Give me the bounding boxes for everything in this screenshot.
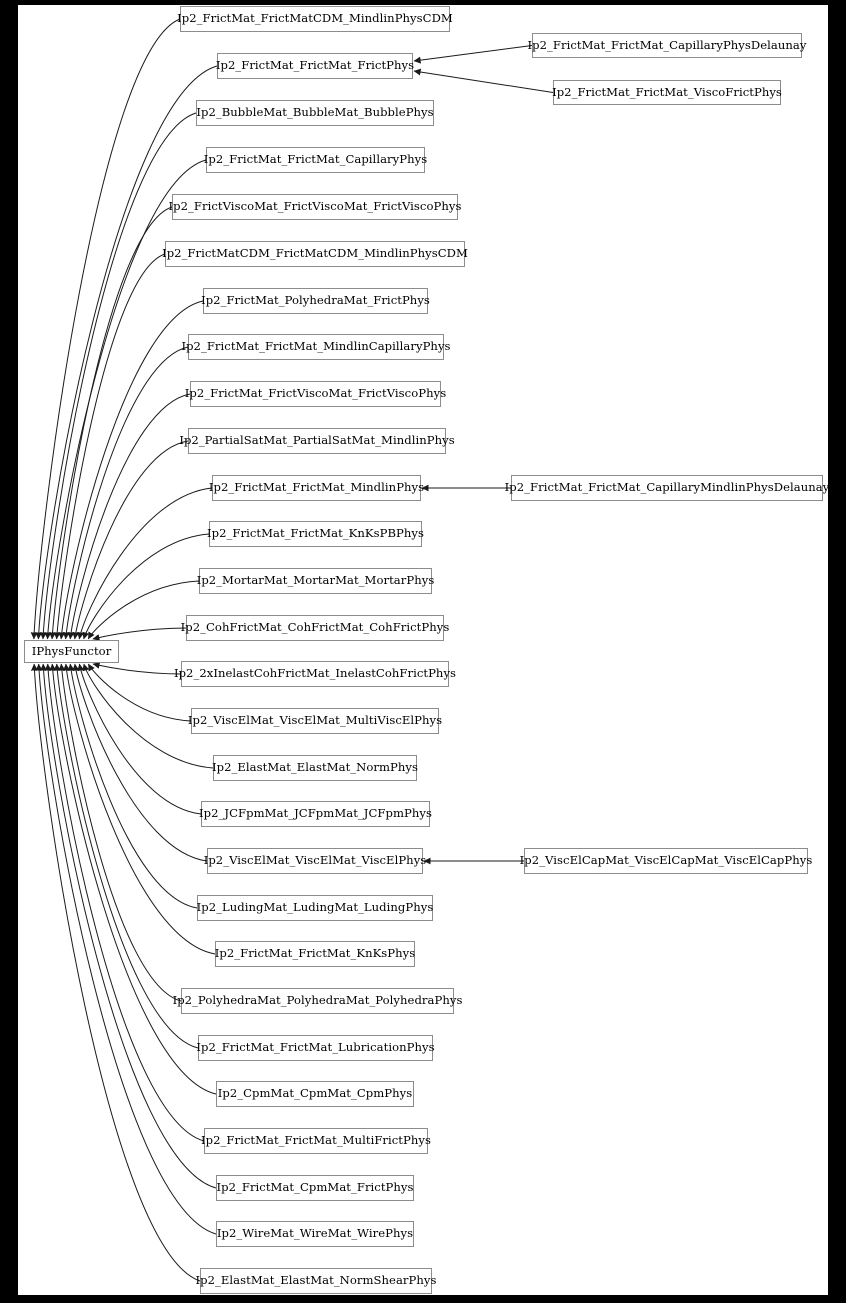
class-node-label: Ip2_ElastMat_ElastMat_NormShearPhys [195, 1273, 437, 1288]
class-node-label: Ip2_CohFrictMat_CohFrictMat_CohFrictPhys [180, 620, 450, 635]
inheritance-edge [413, 68, 554, 93]
class-node-label: Ip2_FrictMat_FrictMatCDM_MindlinPhysCDM [177, 11, 453, 26]
class-node-label: Ip2_FrictMat_FrictMat_FrictPhys [215, 58, 415, 73]
class-node-label: Ip2_ElastMat_ElastMat_NormPhys [212, 760, 418, 775]
inheritance-edge [35, 663, 217, 1235]
class-node[interactable]: Ip2_FrictMatCDM_FrictMatCDM_MindlinPhysC… [162, 241, 468, 267]
class-node-label: Ip2_CpmMat_CpmMat_CpmPhys [217, 1086, 413, 1101]
class-node[interactable]: Ip2_FrictMat_FrictMat_CapillaryMindlinPh… [505, 475, 828, 501]
inheritance-edge [49, 206, 173, 640]
inheritance-edge [87, 580, 200, 640]
class-node[interactable]: Ip2_FrictMat_FrictMat_CapillaryPhys [203, 147, 428, 173]
edge-paths [30, 18, 554, 1282]
inheritance-edge [77, 663, 202, 815]
class-node[interactable]: Ip2_FrictMat_FrictMat_LubricationPhys [196, 1035, 435, 1061]
inheritance-edge [82, 533, 210, 640]
inheritance-edge [53, 253, 166, 640]
class-node-label: Ip2_FrictMat_CpmMat_FrictPhys [216, 1180, 414, 1195]
class-node[interactable]: Ip2_ElastMat_ElastMat_NormShearPhys [196, 1268, 436, 1294]
class-node-label: Ip2_FrictMat_FrictMat_ViscoFrictPhys [552, 84, 782, 99]
inheritance-edge [58, 300, 204, 640]
class-node-label: Ip2_BubbleMat_BubbleMat_BubblePhys [196, 105, 434, 120]
inheritance-edge [87, 663, 192, 722]
class-node[interactable]: Ip2_CohFrictMat_CohFrictMat_CohFrictPhys [181, 615, 449, 641]
class-node[interactable]: Ip2_FrictMat_FrictMat_CapillaryPhysDelau… [528, 33, 806, 58]
inheritance-edge [44, 663, 205, 1142]
class-node-label: Ip2_FrictMat_FrictMat_CapillaryMindlinPh… [504, 480, 828, 495]
class-node-label: Ip2_WireMat_WireMat_WirePhys [216, 1226, 414, 1241]
class-node[interactable]: Ip2_FrictMat_PolyhedraMat_FrictPhys [201, 288, 430, 314]
class-node[interactable]: Ip2_ViscElMat_ViscElMat_ViscElPhys [204, 848, 426, 874]
inheritance-edge [39, 112, 197, 640]
inheritance-edge [44, 159, 207, 640]
class-node[interactable]: Ip2_ViscElCapMat_ViscElCapMat_ViscElCapP… [520, 848, 812, 874]
class-node-label: Ip2_PartialSatMat_PartialSatMat_MindlinP… [179, 433, 455, 448]
class-node-label: Ip2_2xInelastCohFrictMat_InelastCohFrict… [173, 666, 457, 681]
class-node[interactable]: Ip2_FrictMat_FrictMat_FrictPhys [215, 53, 415, 79]
class-node[interactable]: Ip2_2xInelastCohFrictMat_InelastCohFrict… [174, 661, 456, 687]
inheritance-edge [72, 440, 189, 640]
class-node-label: Ip2_FrictMat_FrictViscoMat_FrictViscoPhy… [184, 386, 447, 401]
inheritance-edge [92, 661, 182, 675]
edge-layer [30, 18, 554, 1282]
inheritance-edge [53, 663, 199, 1049]
inheritance-edge [40, 663, 217, 1189]
inheritance-edge [30, 663, 201, 1282]
inheritance-diagram-canvas: IPhysFunctor Ip2_FrictMat_FrictMatCDM_Min… [18, 5, 828, 1295]
inheritance-edge [35, 65, 218, 640]
class-node-label: Ip2_ViscElCapMat_ViscElCapMat_ViscElCapP… [519, 853, 813, 868]
inheritance-edge [92, 627, 187, 641]
class-node[interactable]: Ip2_WireMat_WireMat_WirePhys [216, 1221, 414, 1247]
class-node[interactable]: Ip2_ElastMat_ElastMat_NormPhys [212, 755, 418, 781]
class-node-label: Ip2_FrictMat_FrictMat_MindlinPhys [208, 480, 425, 495]
class-node[interactable]: Ip2_LudingMat_LudingMat_LudingPhys [197, 895, 433, 921]
class-node-label: Ip2_LudingMat_LudingMat_LudingPhys [196, 900, 434, 915]
class-node-label: Ip2_FrictMat_FrictMat_MindlinCapillaryPh… [181, 339, 451, 354]
class-node-label: Ip2_FrictMat_FrictMat_MultiFrictPhys [201, 1133, 431, 1148]
class-node[interactable]: Ip2_FrictMat_CpmMat_FrictPhys [216, 1175, 414, 1201]
class-node[interactable]: Ip2_FrictMat_FrictMat_MindlinPhys [208, 475, 425, 501]
inheritance-edge [30, 18, 181, 640]
class-node-label: Ip2_FrictMat_FrictMat_KnKsPhys [214, 946, 416, 961]
class-node-root[interactable]: IPhysFunctor [24, 640, 119, 663]
class-node[interactable]: Ip2_FrictMat_FrictMatCDM_MindlinPhysCDM [177, 6, 453, 32]
inheritance-edge [67, 393, 191, 640]
class-node[interactable]: Ip2_FrictViscoMat_FrictViscoMat_FrictVis… [169, 194, 461, 220]
inheritance-edge [49, 663, 217, 1095]
class-node-label: IPhysFunctor [31, 643, 112, 658]
class-node-label: Ip2_MortarMat_MortarMat_MortarPhys [196, 573, 435, 588]
class-node[interactable]: Ip2_FrictMat_FrictMat_KnKsPhys [215, 941, 415, 967]
class-node[interactable]: Ip2_PartialSatMat_PartialSatMat_MindlinP… [179, 428, 455, 454]
inheritance-edge [413, 45, 533, 64]
class-node[interactable]: Ip2_MortarMat_MortarMat_MortarPhys [196, 568, 435, 594]
class-node-label: Ip2_FrictMat_FrictMat_LubricationPhys [196, 1040, 435, 1055]
class-node-label: Ip2_JCFpmMat_JCFpmMat_JCFpmPhys [199, 806, 432, 821]
inheritance-edge [63, 663, 216, 955]
class-node[interactable]: Ip2_FrictMat_FrictMat_ViscoFrictPhys [552, 80, 782, 105]
inheritance-edge [58, 663, 182, 1002]
class-node[interactable]: Ip2_PolyhedraMat_PolyhedraMat_PolyhedraP… [173, 988, 462, 1014]
inheritance-edge [62, 346, 189, 640]
class-node-label: Ip2_FrictMat_FrictMat_CapillaryPhysDelau… [527, 37, 807, 52]
inheritance-edge [72, 663, 208, 862]
class-node[interactable]: Ip2_FrictMat_FrictViscoMat_FrictViscoPhy… [185, 381, 446, 407]
class-node-label: Ip2_ViscElMat_ViscElMat_ViscElPhys [203, 853, 427, 868]
class-node[interactable]: Ip2_FrictMat_FrictMat_MindlinCapillaryPh… [181, 334, 451, 360]
class-node[interactable]: Ip2_BubbleMat_BubbleMat_BubblePhys [196, 100, 434, 126]
class-node[interactable]: Ip2_ViscElMat_ViscElMat_MultiViscElPhys [187, 708, 443, 734]
inheritance-edge [82, 663, 214, 769]
class-node-label: Ip2_FrictMat_FrictMat_KnKsPBPhys [207, 526, 424, 541]
inheritance-edge [77, 487, 213, 640]
class-node-label: Ip2_ViscElMat_ViscElMat_MultiViscElPhys [187, 713, 443, 728]
class-node-label: Ip2_PolyhedraMat_PolyhedraMat_PolyhedraP… [172, 993, 463, 1008]
class-node[interactable]: Ip2_CpmMat_CpmMat_CpmPhys [216, 1081, 414, 1107]
class-node[interactable]: Ip2_JCFpmMat_JCFpmMat_JCFpmPhys [199, 801, 432, 827]
class-node[interactable]: Ip2_FrictMat_FrictMat_MultiFrictPhys [201, 1128, 431, 1154]
class-node-label: Ip2_FrictMat_PolyhedraMat_FrictPhys [201, 293, 430, 308]
inheritance-edge [67, 663, 198, 909]
class-node-label: Ip2_FrictViscoMat_FrictViscoMat_FrictVis… [168, 199, 462, 214]
class-node[interactable]: Ip2_FrictMat_FrictMat_KnKsPBPhys [207, 521, 424, 547]
class-node-label: Ip2_FrictMatCDM_FrictMatCDM_MindlinPhysC… [162, 246, 468, 261]
class-node-label: Ip2_FrictMat_FrictMat_CapillaryPhys [203, 152, 428, 167]
